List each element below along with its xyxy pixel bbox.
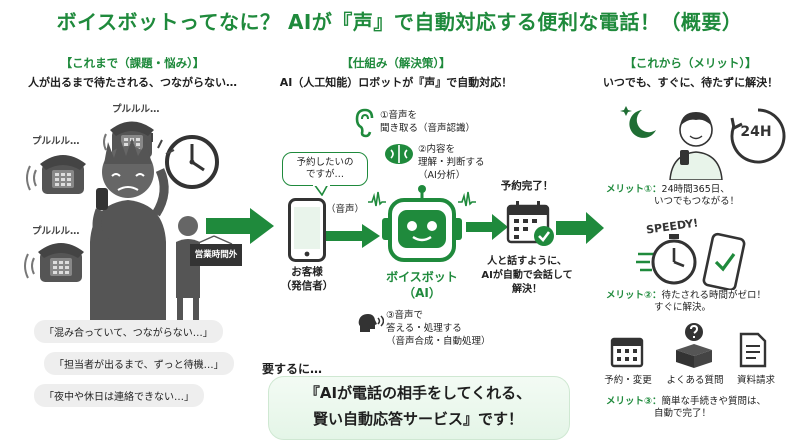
bot-label-1: ボイスボット (386, 270, 458, 284)
phone-check-icon (702, 232, 746, 290)
robot-icon (382, 185, 462, 262)
merit1-illustration (620, 106, 786, 180)
calendar-check-icon (506, 201, 554, 246)
left-illustration (24, 121, 242, 324)
merit2-text: メリット②：待たされる時間がゼロ！ すぐに解決。 (606, 290, 796, 314)
merit3-line1: 簡単な手続きや質問は、 (661, 396, 767, 407)
step1-line1: ①音声を (380, 110, 418, 121)
right-header: 【これから（メリット）】 (624, 56, 757, 70)
sound-wave-icon (368, 191, 476, 207)
icon-label-faq: よくある質問 (666, 375, 724, 386)
merit1-line2: いつでもつながる！ (654, 196, 740, 207)
flow-arrow-1 (206, 208, 274, 244)
merit2-label: メリット②： (606, 290, 662, 301)
icon-label-reserve: 予約・変更 (604, 375, 652, 386)
merit3-line2: 自動で完了！ (654, 408, 712, 419)
step2-line1: ②内容を (418, 144, 456, 155)
clock-icon (165, 135, 219, 189)
flow-arrow-2 (466, 214, 508, 240)
badge-24h: 24H (740, 124, 772, 140)
bot-label-2: （AI） (403, 286, 441, 300)
reservation-calendar-icon (610, 337, 644, 368)
icon-label-docs: 資料請求 (736, 375, 775, 386)
complaint-bubble-1: 「混み合っていて、つながらない…」 (34, 320, 223, 343)
result-line2: AIが自動で会話して (481, 270, 573, 281)
faq-box-icon (676, 323, 712, 368)
closed-sign-text: 営業時間外 (194, 250, 238, 260)
reservation-done: 予約完了！ (500, 180, 554, 192)
step3-line2: 答える・処理する (386, 323, 462, 334)
smartphone-icon (288, 198, 326, 262)
ringing-phone-icon (38, 243, 84, 282)
middle-header: 【仕組み（解決策）】 (341, 56, 451, 70)
merit2-line1: 待たされる時間がゼロ！ (661, 290, 767, 301)
ear-icon (355, 108, 374, 138)
ring-lines (24, 133, 107, 279)
worried-person-icon (90, 133, 175, 324)
merit1-line1: 24時間365日、 (661, 184, 730, 195)
customer-label-2: （発信者） (280, 280, 334, 292)
merit3-label: メリット③： (606, 396, 662, 407)
customer-speech-bubble: 予約したいの ですが… (282, 152, 368, 186)
complaint-bubble-2: 「担当者が出るまで、ずっと待機…」 (44, 352, 234, 375)
step3-line3: （音声合成・自動処理） (386, 336, 491, 347)
speech-tail (313, 184, 330, 196)
merit2-line2: すぐに解決。 (654, 302, 712, 313)
left-header: 【これまで（課題・悩み）】 (60, 56, 205, 70)
voice-arrow (326, 224, 380, 248)
right-subheader: いつでも、すぐに、待たずに解決！ (602, 76, 779, 89)
left-subheader: 人が出るまで待たされる、つながらない… (28, 76, 237, 89)
ring-text-1: プルルル… (32, 136, 80, 147)
step3-line1: ③音声で (386, 310, 424, 321)
complaint-bubble-3: 「夜中や休日は連絡できない…」 (34, 384, 204, 407)
summary-box (268, 376, 570, 440)
staff-person-icon (176, 216, 200, 324)
speaking-head-icon (358, 314, 384, 332)
customer-speech-line1: 予約したいの (296, 157, 354, 168)
summary-lead: 要するに… (262, 362, 323, 376)
result-line1: 人と話すように、 (487, 256, 567, 267)
ringing-phone-icon (40, 155, 86, 194)
summary-line2: 賢い自動応答サービス』です！ (312, 410, 523, 428)
step2-line2: 理解・判断する (418, 157, 485, 168)
moon-icon (620, 106, 656, 138)
summary-line1: 『AIが電話の相手をしてくれる、 (304, 384, 532, 402)
step1-line2: 聞き取る（音声認識） (380, 123, 476, 134)
happy-person-icon (669, 112, 723, 180)
customer-label-1: お客様 (291, 266, 323, 278)
merit3-text: メリット③：簡単な手続きや質問は、 自動で完了！ (606, 396, 796, 420)
page-title: ボイスボットってなに？ AIが『声』で自動対応する便利な電話！（概要） (56, 10, 743, 34)
document-icon (739, 332, 767, 368)
merit1-label: メリット①： (606, 184, 662, 195)
flow-arrow-3 (556, 212, 604, 244)
merit2-illustration (636, 232, 746, 290)
ring-text-2: プルルル… (112, 104, 160, 115)
voice-label: （音声） (326, 204, 365, 215)
result-line3: 解決！ (512, 284, 542, 295)
24h-clock-icon (730, 108, 786, 164)
merit1-text: メリット①：24時間365日、 いつでもつながる！ (606, 184, 796, 208)
ring-text-3: プルルル… (32, 226, 80, 237)
brain-icon (385, 144, 413, 164)
stopwatch-icon (636, 234, 697, 285)
closed-sign (190, 235, 242, 266)
customer-speech-line2: ですが… (305, 169, 344, 180)
middle-subheader: AI（人工知能）ロボットが『声』で自動対応！ (279, 76, 513, 89)
step2-line3: （AI分析） (418, 170, 466, 181)
